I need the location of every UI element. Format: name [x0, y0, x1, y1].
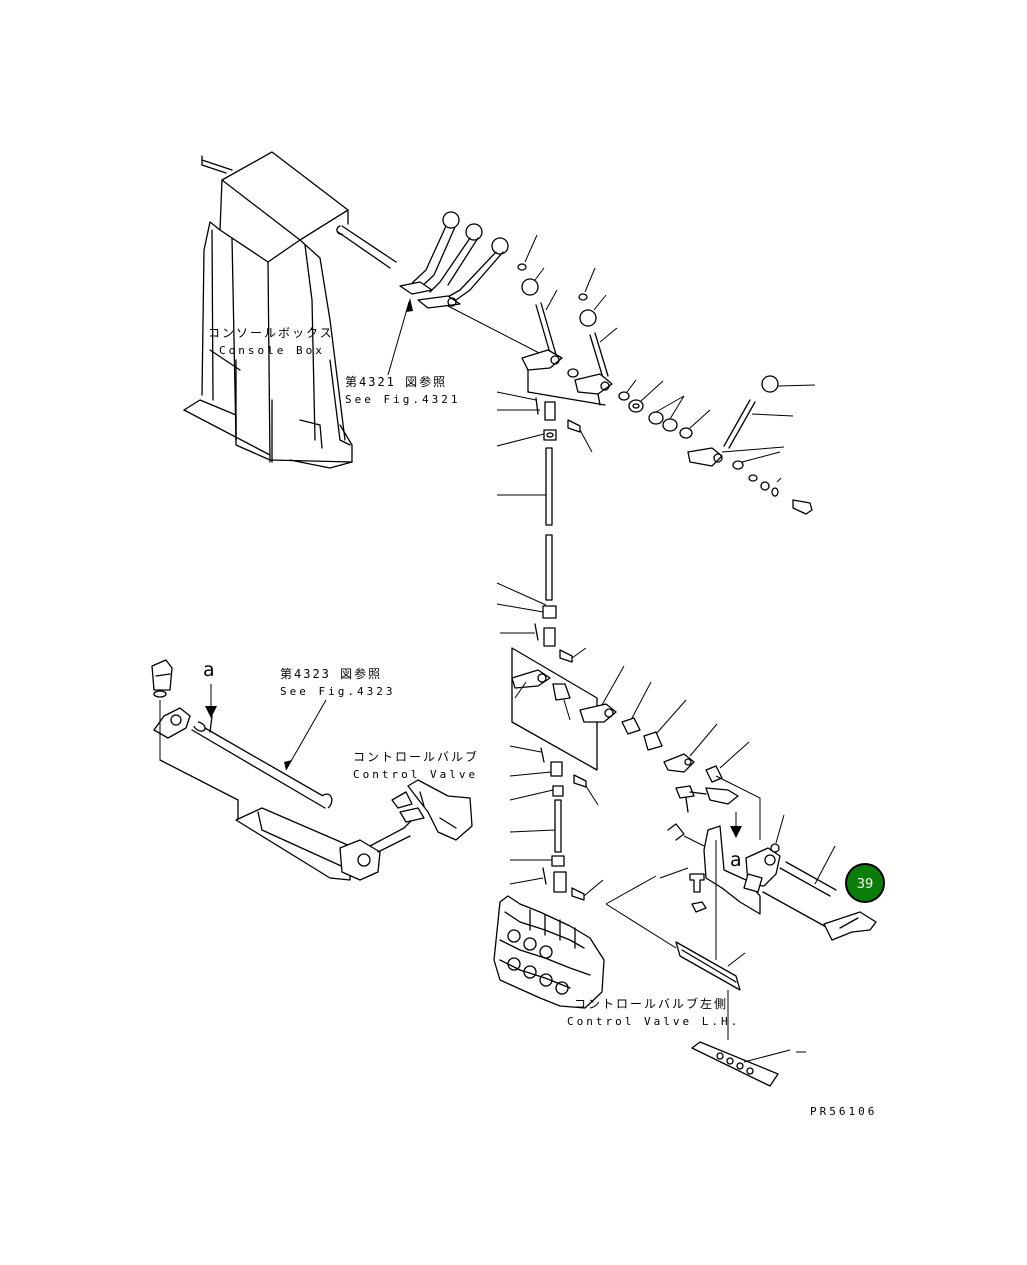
fig4323-label-en: See Fig.4323	[280, 685, 395, 698]
vertical-rod-drawing	[496, 391, 593, 663]
leader-lines	[205, 684, 742, 838]
fig4321-label-en: See Fig.4321	[345, 393, 460, 406]
left-control-valve-drawing	[151, 659, 473, 881]
console-box-drawing	[183, 151, 397, 469]
lever-assembly-drawing	[387, 211, 546, 376]
callout-39-circle[interactable]	[845, 863, 885, 903]
reference-letter-a-bottom: a	[730, 849, 742, 871]
console-box-label-jp: コンソールボックス	[208, 326, 334, 340]
upper-linkage-drawing	[517, 234, 816, 515]
reference-letter-a-top: a	[203, 659, 215, 681]
console-box-label-en: Console Box	[219, 344, 325, 357]
callout-39[interactable]: 39	[845, 863, 885, 903]
middle-linkage-drawing	[509, 647, 750, 901]
control-valve-lh-drawing	[493, 895, 605, 1009]
callout-39-number[interactable]: 39	[857, 877, 874, 892]
right-linkage-drawing	[605, 775, 877, 1087]
drawing-number: PR56106	[810, 1105, 877, 1118]
control-valve-lh-label-jp: コントロールバルブ左側	[574, 996, 728, 1011]
fig4321-label-jp: 第4321 図参照	[345, 374, 447, 389]
fig4323-label-jp: 第4323 図参照	[280, 666, 382, 681]
control-valve-label-jp: コントロールバルブ	[353, 749, 479, 764]
control-valve-lh-label-en: Control Valve L.H.	[567, 1015, 740, 1028]
control-valve-label-en: Control Valve	[353, 768, 478, 781]
